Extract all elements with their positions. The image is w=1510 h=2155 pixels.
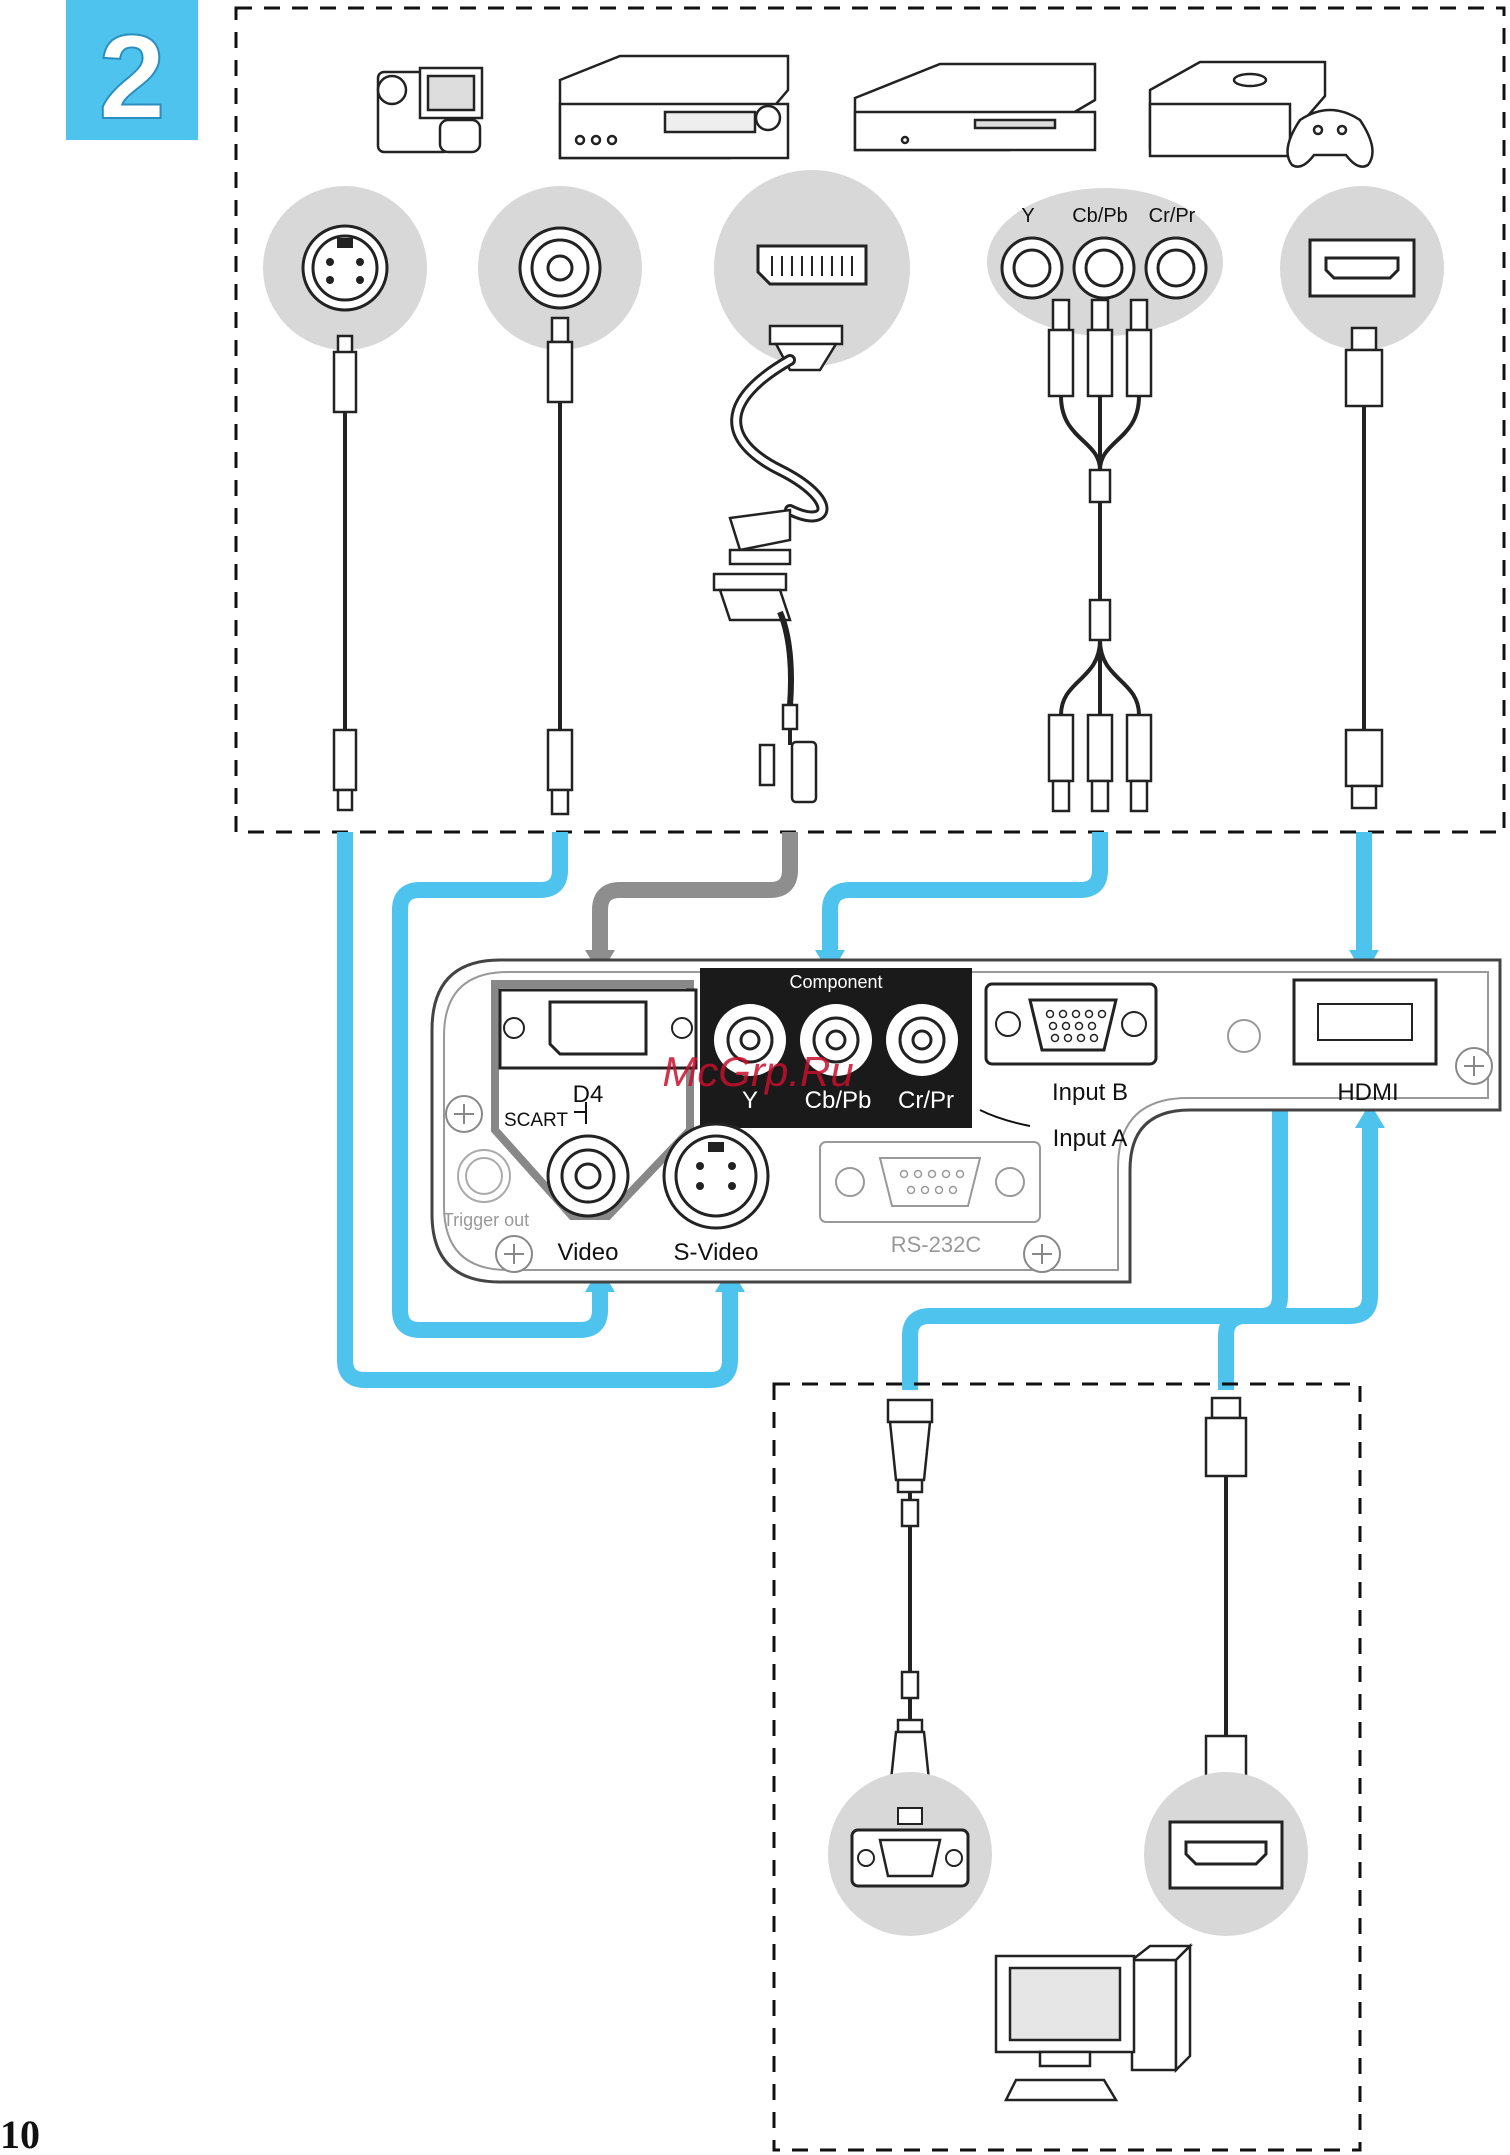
computer-vga-port: [828, 1772, 992, 1936]
trigger-out-label: Trigger out: [443, 1210, 529, 1230]
input-a-label: Input A: [1053, 1125, 1128, 1152]
component-cable: [1049, 300, 1151, 811]
panel-svideo-port: [664, 1124, 768, 1228]
vga-cable: [888, 1400, 932, 1812]
svideo-cable: [334, 336, 356, 810]
input-b-label: Input B: [1052, 1079, 1128, 1106]
dvd-player-icon: [855, 64, 1095, 150]
camcorder-icon: [378, 68, 482, 152]
component-cr-label: Cr/Pr: [1149, 205, 1196, 227]
component-title: Component: [789, 972, 882, 992]
vcr-icon: [560, 56, 788, 158]
projector-panel: D4 SCART Component Y Cb/Pb Cr/Pr: [432, 960, 1500, 1282]
svideo-port: [263, 186, 427, 350]
component-y-label: Y: [1021, 205, 1034, 227]
computer-icon: [996, 1946, 1190, 2100]
hdmi-cable-bottom: [1206, 1398, 1246, 1814]
scart-cable: [714, 326, 842, 802]
hdmi-label: HDMI: [1337, 1079, 1398, 1106]
step-number: 2: [99, 10, 166, 144]
step-badge: 2: [66, 0, 198, 144]
d4-label: D4: [573, 1081, 604, 1108]
video-label: Video: [558, 1239, 619, 1266]
computer-hdmi-port: [1144, 1772, 1308, 1936]
page-number: 10: [0, 2112, 40, 2155]
hdmi-cable-top: [1346, 328, 1382, 808]
video-cable: [548, 318, 572, 814]
svideo-label: S-Video: [674, 1239, 759, 1266]
input-b-port: [986, 984, 1156, 1064]
rs232c-port: [820, 1142, 1040, 1222]
panel-cr-label: Cr/Pr: [898, 1087, 954, 1114]
component-cb-label: Cb/Pb: [1072, 205, 1128, 227]
rs232c-label: RS-232C: [891, 1232, 982, 1257]
hdmi-port-top: [1280, 186, 1444, 350]
game-console-icon: [1150, 62, 1373, 167]
scart-label: SCART: [504, 1110, 568, 1131]
watermark: McGrp.Ru: [662, 1048, 853, 1095]
